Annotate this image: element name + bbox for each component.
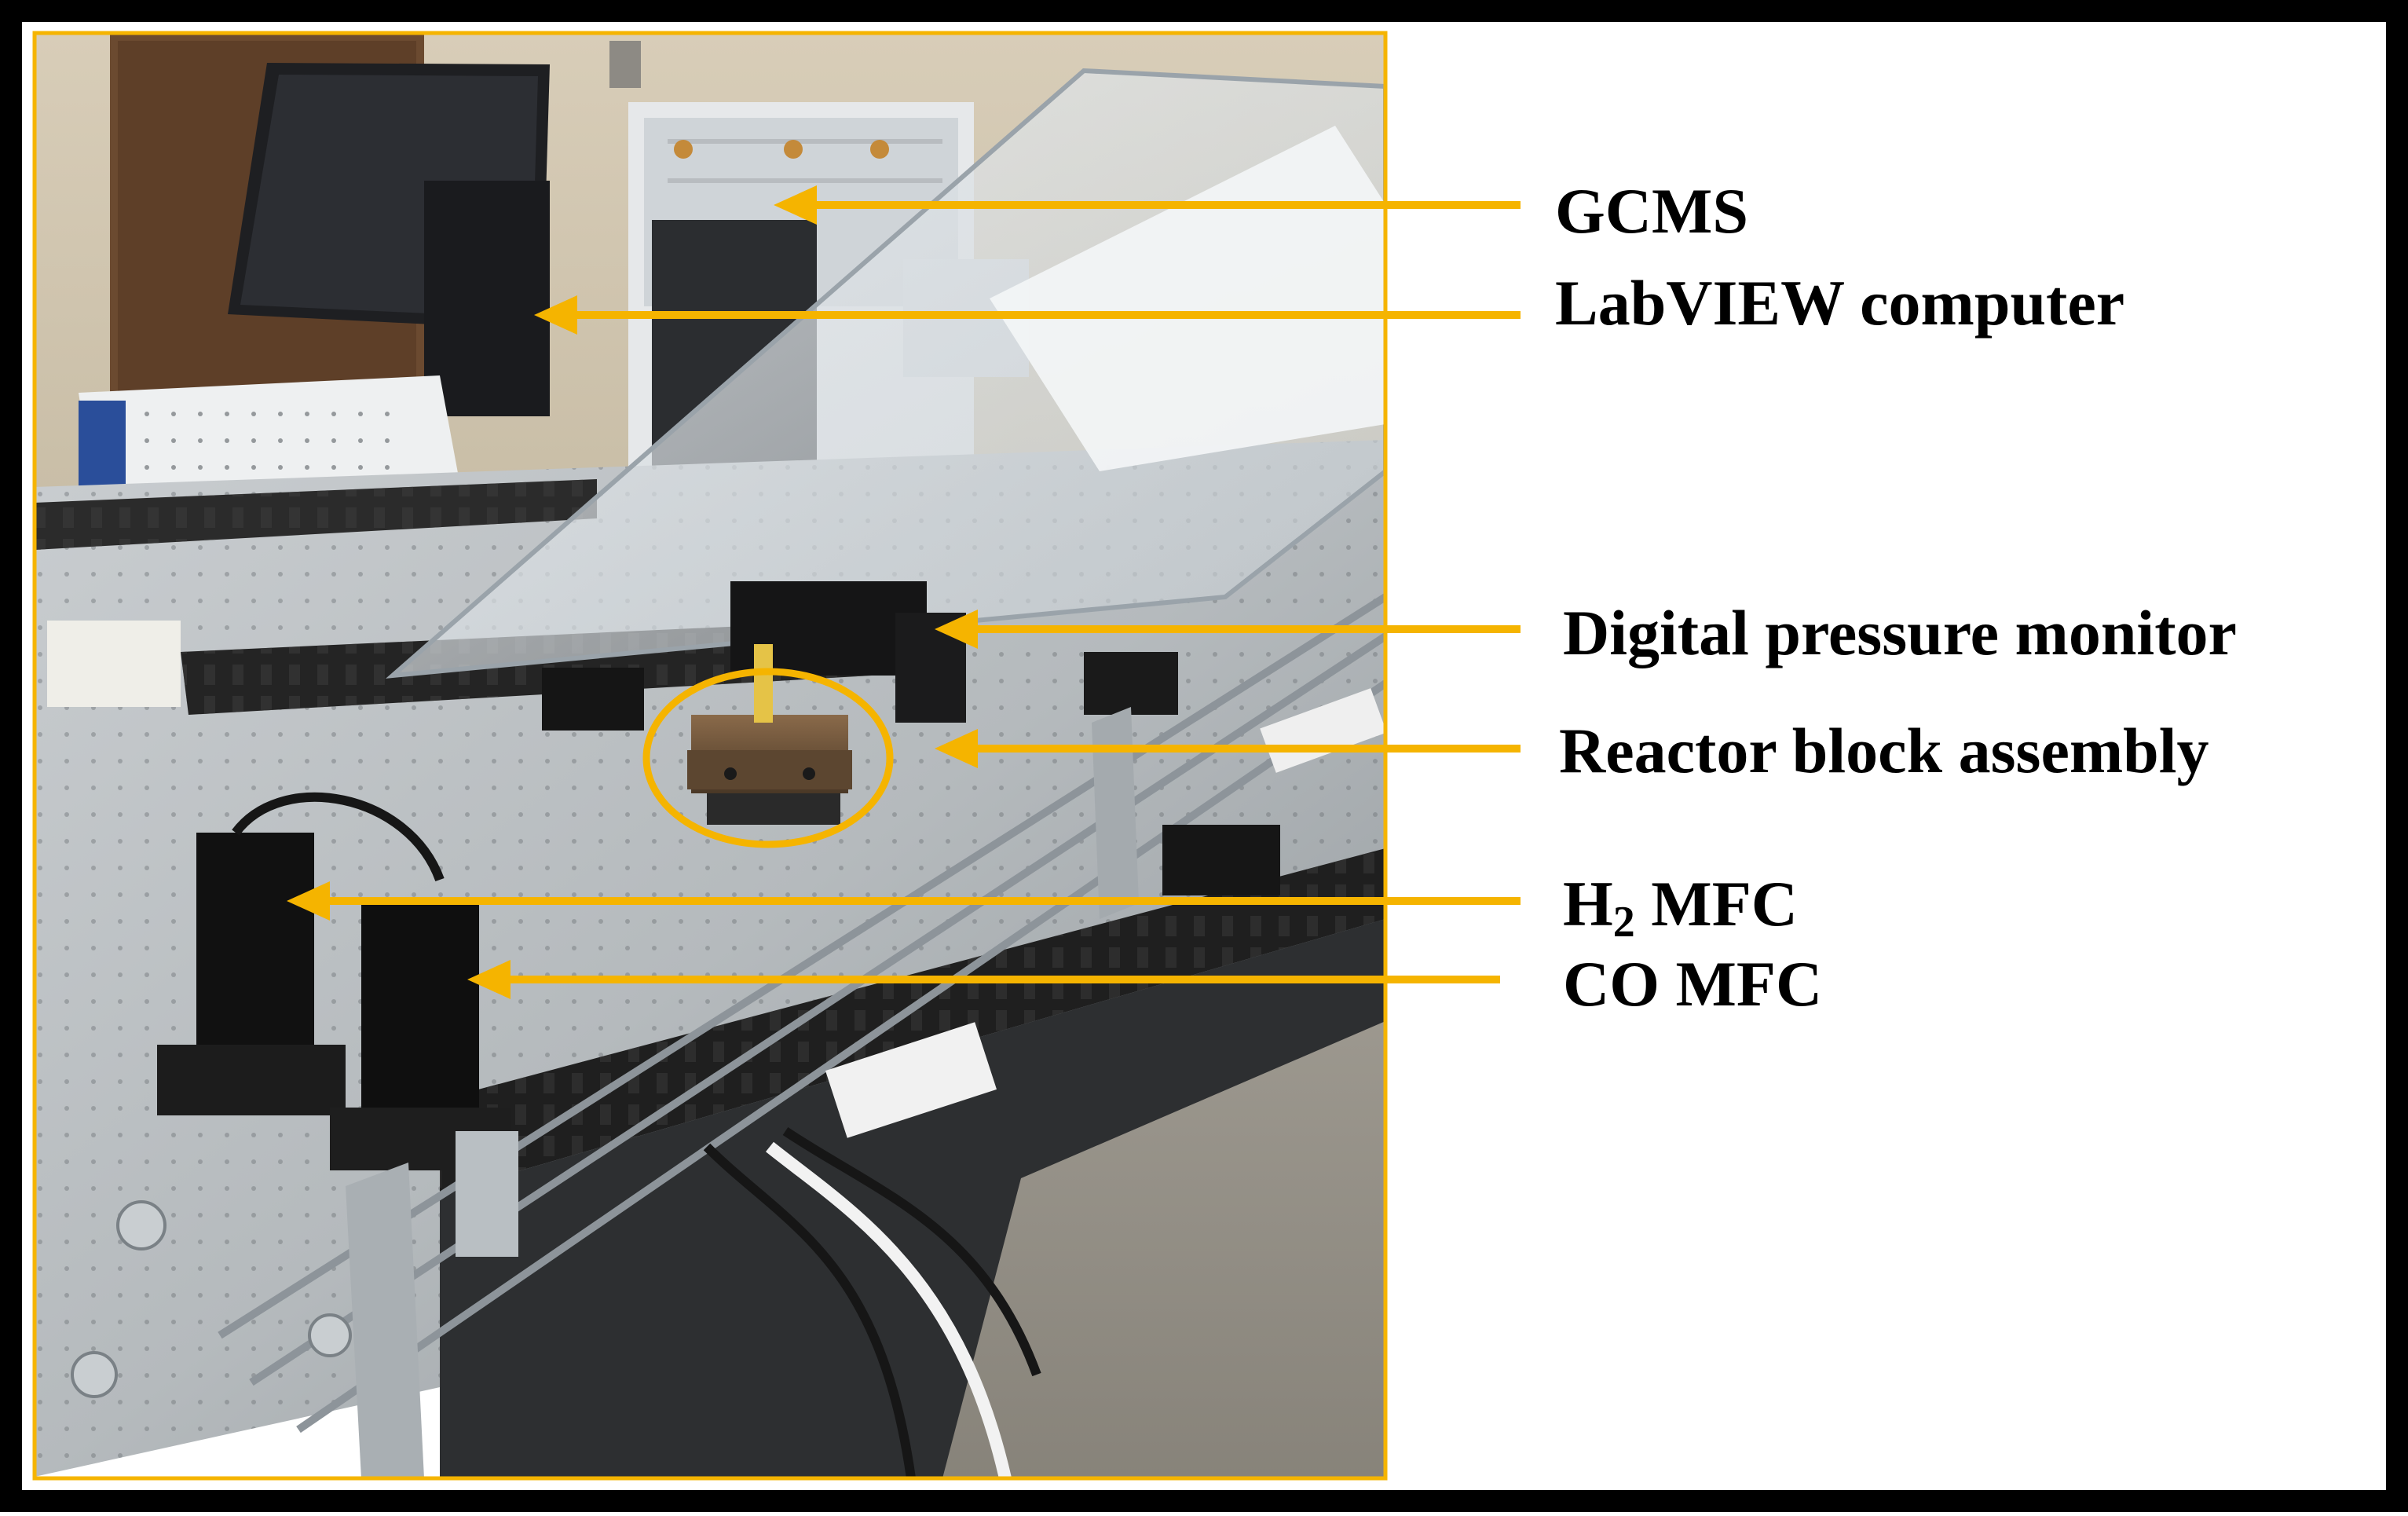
label-gcms: GCMS: [1555, 175, 1748, 247]
arrow-labview: [534, 295, 1521, 335]
label-reactor-block-assembly: Reactor block assembly: [1559, 715, 2209, 786]
h2-suffix: MFC: [1634, 868, 1798, 939]
h2-prefix: H: [1563, 868, 1613, 939]
label-h2-mfc: H2 MFC: [1563, 872, 1798, 945]
annotation-arrows: [287, 185, 1521, 999]
arrow-reactor: [935, 729, 1521, 768]
arrow-gcms: [774, 185, 1521, 225]
label-labview-computer: LabVIEW computer: [1555, 267, 2125, 339]
label-co-mfc: CO MFC: [1563, 948, 1823, 1020]
arrow-pressure: [935, 610, 1521, 649]
arrow-h2: [287, 881, 1521, 921]
label-digital-pressure-monitor: Digital pressure monitor: [1563, 597, 2237, 668]
arrow-co: [467, 960, 1500, 999]
photo-border: [32, 31, 1388, 1481]
lab-photo: [32, 31, 1388, 1481]
reactor-highlight: [642, 668, 894, 848]
h2-subscript: 2: [1612, 898, 1635, 947]
